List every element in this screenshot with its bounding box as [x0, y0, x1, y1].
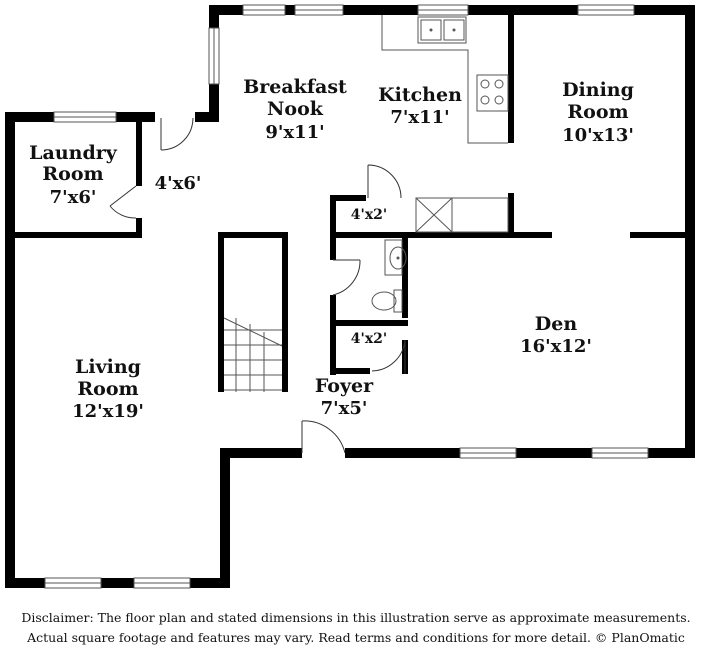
kitchen-dimension: 7'x11'	[390, 107, 449, 128]
disclaimer: Disclaimer: The floor plan and stated di…	[0, 608, 712, 648]
dining-room-name: Room	[567, 101, 628, 123]
laundry-room-dimension: 7'x6'	[50, 187, 97, 208]
staircase	[223, 317, 283, 392]
living-room-name: Living	[75, 356, 141, 378]
disclaimer-line: Disclaimer: The floor plan and stated di…	[21, 610, 691, 625]
room-labels: Breakfast Nook 9'x11' Kitchen 7'x11' Din…	[29, 76, 634, 422]
windows	[44, 4, 649, 589]
foyer-dimension: 7'x5'	[321, 398, 368, 419]
den-name: Den	[535, 313, 578, 335]
kitchen-name: Kitchen	[378, 84, 462, 106]
closet-dimension: 4'x2'	[351, 331, 387, 347]
den-dimension: 16'x12'	[520, 336, 592, 357]
dining-room-dimension: 10'x13'	[562, 125, 634, 146]
closet-dimension: 4'x2'	[351, 207, 387, 223]
refrigerator	[415, 197, 509, 233]
breakfast-nook-dimension: 9'x11'	[265, 122, 324, 143]
vanity	[384, 239, 403, 276]
stove	[476, 74, 509, 112]
living-room-name: Room	[77, 378, 138, 400]
sink	[417, 16, 467, 44]
kitchen-fixtures	[381, 15, 509, 233]
foyer-name: Foyer	[315, 375, 374, 397]
living-room-dimension: 12'x19'	[72, 401, 144, 422]
disclaimer-line: Actual square footage and features may v…	[27, 630, 685, 645]
hall-dimension: 4'x6'	[155, 173, 202, 194]
bathroom-fixtures	[371, 239, 407, 313]
laundry-room-name: Laundry	[29, 142, 118, 164]
laundry-room-name: Room	[42, 163, 103, 185]
dining-room-name: Dining	[562, 79, 634, 101]
breakfast-nook-name: Breakfast	[243, 76, 347, 98]
floor-plan: Breakfast Nook 9'x11' Kitchen 7'x11' Din…	[5, 4, 695, 589]
toilet-tank	[393, 289, 403, 313]
doors	[109, 117, 406, 454]
breakfast-nook-name: Nook	[267, 98, 324, 120]
